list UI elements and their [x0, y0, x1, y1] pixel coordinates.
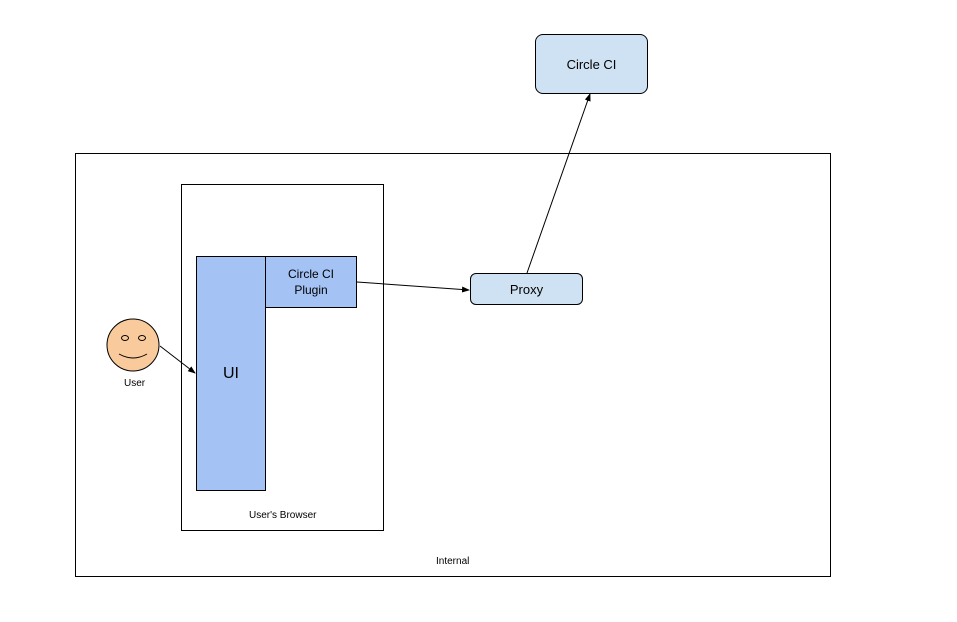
plugin-block: Circle CI Plugin	[265, 256, 357, 308]
ui-block: UI	[196, 256, 266, 491]
proxy-label: Proxy	[509, 281, 544, 297]
proxy-node: Proxy	[470, 273, 583, 305]
circle-ci-label: Circle CI	[566, 56, 617, 72]
plugin-label-line1: Circle CI	[287, 267, 334, 281]
circle-ci-node: Circle CI	[535, 34, 648, 94]
internal-label: Internal	[436, 556, 470, 567]
user-label: User	[124, 378, 146, 389]
plugin-label-line2: Plugin	[294, 283, 328, 297]
internal-container	[75, 153, 831, 577]
ui-label: UI	[223, 364, 239, 382]
browser-label: User's Browser	[249, 510, 317, 521]
